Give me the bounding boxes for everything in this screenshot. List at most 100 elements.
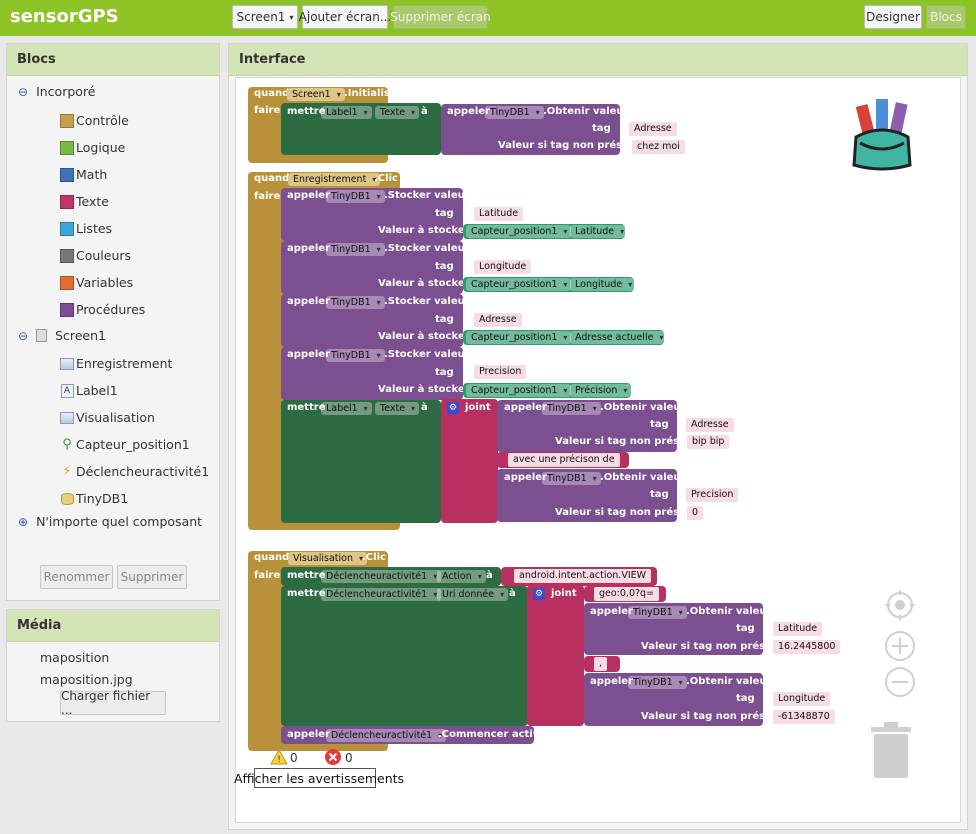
collapse-icon[interactable]: ⊖ xyxy=(18,328,29,343)
do-label: faire xyxy=(254,191,281,202)
media-file[interactable]: maposition xyxy=(40,650,110,665)
rename-button[interactable]: Renommer xyxy=(40,565,113,589)
method-name: .Obtenir valeur xyxy=(686,606,772,617)
expand-icon[interactable]: ⊕ xyxy=(18,514,29,529)
component-dropdown[interactable]: TinyDB1 xyxy=(326,296,385,309)
join-block[interactable] xyxy=(527,585,584,726)
tree-any-component[interactable]: ⊕ N'importe quel composant xyxy=(18,514,202,529)
property-dropdown[interactable]: Précision xyxy=(570,384,632,397)
component-dropdown[interactable]: Déclencheuractivité1 xyxy=(321,588,442,601)
builtin-item[interactable]: Contrôle xyxy=(60,113,129,128)
component-dropdown[interactable]: Déclencheuractivité1 xyxy=(321,570,442,583)
component-dropdown[interactable]: Label1 xyxy=(321,402,372,415)
string-value[interactable]: -61348870 xyxy=(773,710,835,724)
tree-builtin[interactable]: ⊖ Incorporé xyxy=(18,84,95,99)
show-warnings-button[interactable] xyxy=(254,768,376,788)
string-value[interactable]: bip bip xyxy=(687,435,730,449)
property-dropdown[interactable]: Texte xyxy=(375,402,420,415)
call-label: appeler xyxy=(590,676,633,687)
builtin-item[interactable]: Couleurs xyxy=(60,248,131,263)
screen-dropdown[interactable]: Screen1 xyxy=(287,88,345,101)
join-block[interactable] xyxy=(441,399,498,523)
component-dropdown[interactable]: TinyDB1 xyxy=(542,402,601,415)
component-dropdown[interactable]: TinyDB1 xyxy=(326,243,385,256)
component-dropdown[interactable]: TinyDB1 xyxy=(628,676,687,689)
string-value[interactable]: , xyxy=(594,657,608,671)
component-dropdown[interactable]: Capteur_position1 xyxy=(466,331,572,344)
component-dropdown[interactable]: Label1 xyxy=(321,106,372,119)
builtin-item[interactable]: Variables xyxy=(60,275,133,290)
setter-block-label1-text-join[interactable] xyxy=(281,400,441,523)
zoom-in-icon[interactable] xyxy=(884,630,916,662)
property-dropdown[interactable]: Longitude xyxy=(570,278,637,291)
property-dropdown[interactable]: Latitude xyxy=(570,225,629,238)
warning-icon[interactable]: ! xyxy=(270,749,288,765)
component-item[interactable]: Visualisation xyxy=(60,410,155,425)
component-dropdown[interactable]: TinyDB1 xyxy=(326,190,385,203)
component-dropdown[interactable]: TinyDB1 xyxy=(628,606,687,619)
location-icon: ⚲ xyxy=(62,437,72,452)
component-dropdown[interactable]: Capteur_position1 xyxy=(466,384,572,397)
media-file[interactable]: maposition.jpg xyxy=(40,672,133,687)
string-value[interactable]: Latitude xyxy=(773,622,823,636)
string-value[interactable]: Precision xyxy=(474,365,527,379)
builtin-item[interactable]: Logique xyxy=(60,140,125,155)
tree-screen1[interactable]: ⊖ Screen1 xyxy=(18,328,106,343)
string-value[interactable]: avec une précison de xyxy=(508,453,620,467)
component-dropdown[interactable]: Visualisation xyxy=(288,552,367,565)
remove-screen-button[interactable]: Supprimer écran xyxy=(390,5,491,29)
designer-button[interactable]: Designer xyxy=(864,5,922,29)
screen-select[interactable]: Screen1▾ xyxy=(232,5,298,29)
error-icon[interactable] xyxy=(324,748,342,766)
recenter-icon[interactable] xyxy=(884,589,916,621)
component-dropdown[interactable]: Capteur_position1 xyxy=(466,278,572,291)
property-dropdown[interactable]: Uri donnée xyxy=(437,588,509,601)
component-dropdown[interactable]: TinyDB1 xyxy=(326,349,385,362)
builtin-item-label: Couleurs xyxy=(76,248,132,263)
upload-file-button[interactable]: Charger fichier ... xyxy=(60,689,166,717)
blocks-button[interactable]: Blocs xyxy=(926,5,966,29)
builtin-item[interactable]: Math xyxy=(60,167,107,182)
property-dropdown[interactable]: Action xyxy=(437,570,486,583)
component-item-label: Enregistrement xyxy=(76,356,173,371)
property-dropdown[interactable]: Texte xyxy=(375,106,420,119)
string-value[interactable]: Adresse xyxy=(474,313,522,327)
component-dropdown[interactable]: Enregistrement xyxy=(288,173,381,186)
gear-icon[interactable]: ⚙ xyxy=(533,588,545,600)
string-value[interactable]: Latitude xyxy=(474,207,524,221)
component-dropdown[interactable]: TinyDB1 xyxy=(485,106,544,119)
string-value[interactable]: Longitude xyxy=(474,260,532,274)
string-value[interactable]: android.intent.action.VIEW xyxy=(514,569,652,583)
delete-button[interactable]: Supprimer xyxy=(117,565,187,589)
component-dropdown[interactable]: Capteur_position1 xyxy=(466,225,572,238)
component-item[interactable]: TinyDB1 xyxy=(60,491,128,506)
string-value[interactable]: 16.2445800 xyxy=(773,640,841,654)
backpack-icon[interactable] xyxy=(850,93,914,173)
builtin-item[interactable]: Texte xyxy=(60,194,109,209)
string-value[interactable]: Adresse xyxy=(686,418,734,432)
string-value[interactable]: Longitude xyxy=(773,692,831,706)
add-screen-button[interactable]: Ajouter écran... xyxy=(299,5,391,29)
gear-icon[interactable]: ⚙ xyxy=(447,402,459,414)
collapse-icon[interactable]: ⊖ xyxy=(18,84,29,99)
builtin-item[interactable]: Procédures xyxy=(60,302,145,317)
color-swatch-icon xyxy=(60,113,74,128)
zoom-out-icon[interactable] xyxy=(884,666,916,698)
setter-block-uri[interactable] xyxy=(281,586,528,726)
component-item[interactable]: ⚲Capteur_position1 xyxy=(60,437,189,452)
trash-icon[interactable] xyxy=(870,722,912,778)
property-dropdown[interactable]: Adresse actuelle xyxy=(570,331,668,344)
method-name: .Obtenir valeur xyxy=(600,472,686,483)
string-value[interactable]: 0 xyxy=(687,506,704,520)
component-dropdown[interactable]: TinyDB1 xyxy=(542,472,601,485)
builtin-item[interactable]: Listes xyxy=(60,221,112,236)
string-value[interactable]: geo:0,0?q= xyxy=(594,587,660,601)
string-value[interactable]: Adresse xyxy=(629,122,677,136)
component-item[interactable]: Enregistrement xyxy=(60,356,172,371)
string-value[interactable]: Precision xyxy=(686,488,739,502)
component-dropdown[interactable]: Déclencheuractivité1 xyxy=(326,729,447,742)
workspace-title: Interface xyxy=(229,44,967,76)
string-value[interactable]: chez moi xyxy=(632,140,685,154)
component-item[interactable]: ⚡Déclencheuractivité1 xyxy=(60,464,209,479)
